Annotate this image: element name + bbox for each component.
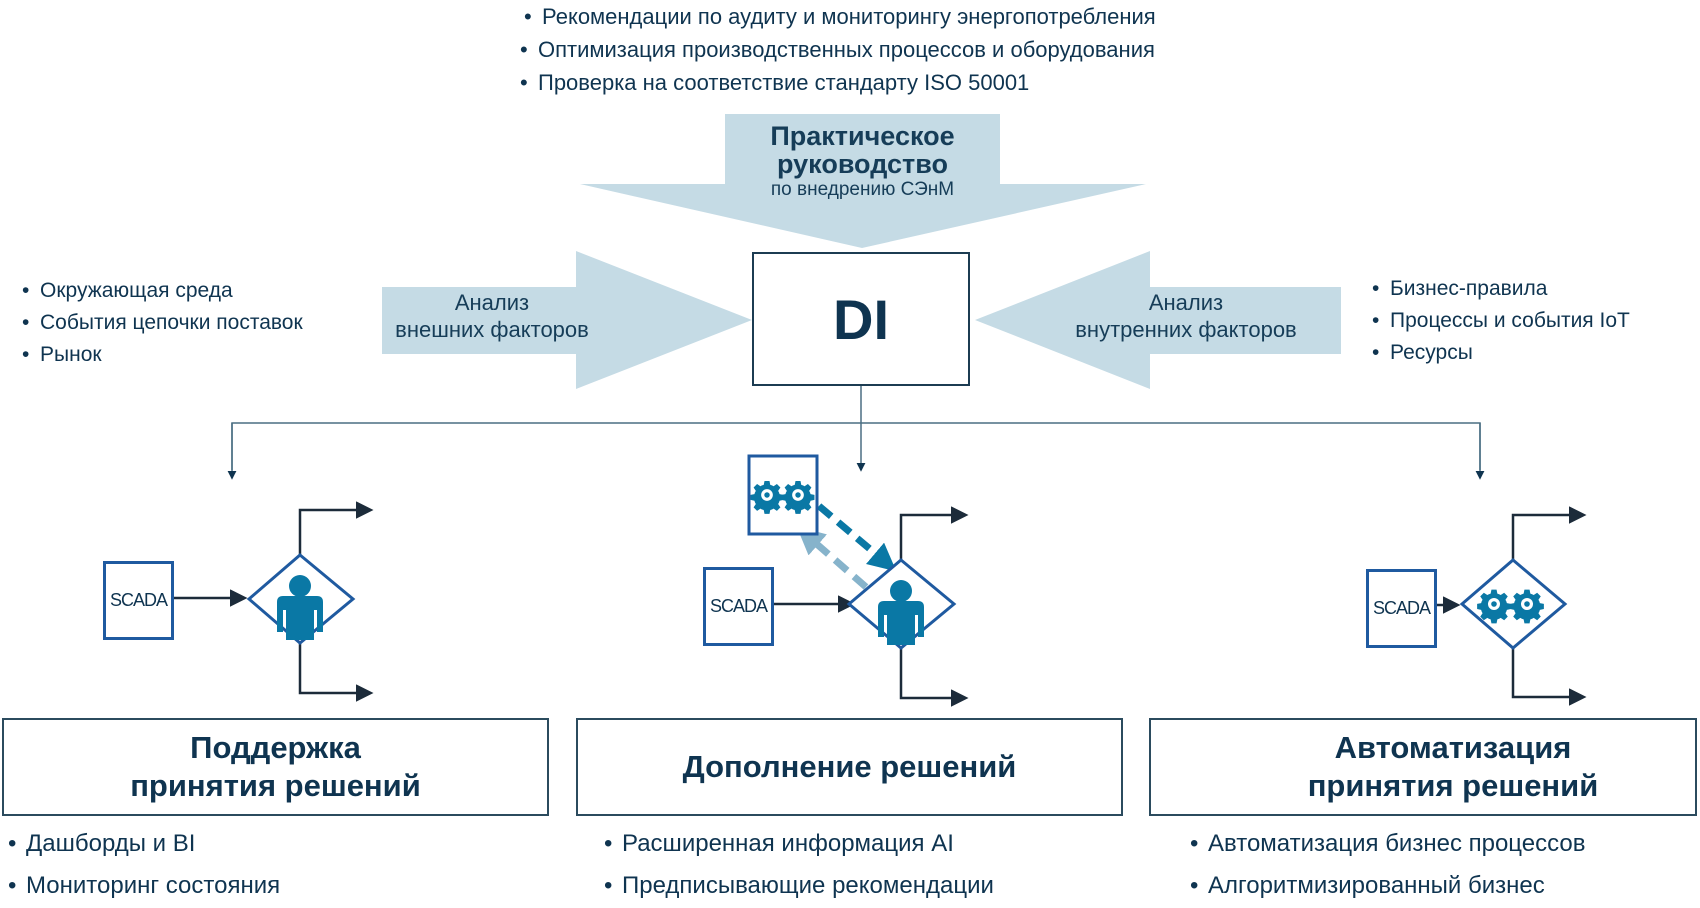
- dashed-arrow-to-gears: [796, 526, 869, 590]
- mode1-flow: [173, 501, 374, 702]
- internal-factor-item: Процессы и события IoT: [1372, 305, 1630, 337]
- mode3-gear-icon-a: [1477, 589, 1511, 624]
- scada-label: SCADA: [1372, 598, 1431, 618]
- mode3-title-box: Автоматизация принятия решений: [1149, 718, 1697, 816]
- recommendations-list: Рекомендации по аудиту и мониторингу эне…: [520, 0, 1156, 99]
- mode1-title-line1: Поддержка: [190, 730, 361, 765]
- recommendation-item: Рекомендации по аудиту и мониторингу эне…: [524, 0, 1159, 33]
- mode2-feature-item: Расширенная информация AI: [604, 823, 994, 865]
- mode3-feature-item: Автоматизация бизнес процессов: [1190, 823, 1586, 865]
- mode3-title-line2: принятия решений: [1307, 768, 1599, 803]
- guide-subtitle: по внедрению СЭнМ: [770, 179, 955, 200]
- mode2-title-line1: Дополнение решений: [682, 749, 1017, 784]
- guide-title-line1: Практическое: [770, 121, 955, 151]
- di-label: DI: [833, 287, 889, 351]
- mode1-title-box: Поддержка принятия решений: [2, 718, 549, 816]
- internal-factors-list: Бизнес-правила Процессы и события IoT Ре…: [1372, 273, 1630, 369]
- mode3-gear-icon-b: [1510, 589, 1544, 624]
- mode3-flow: [1436, 506, 1587, 706]
- mode2-scada-box: SCADA: [703, 567, 774, 646]
- scada-label: SCADA: [709, 596, 768, 616]
- external-factor-item: Окружающая среда: [22, 275, 303, 307]
- mode1-title-line2: принятия решений: [130, 768, 421, 803]
- internal-arrow: [975, 251, 1341, 389]
- di-connectors: [227, 386, 1485, 480]
- mode3-scada-box: SCADA: [1366, 569, 1437, 648]
- mode2-features-list: Расширенная информация AI Предписывающие…: [604, 823, 994, 907]
- external-arrow: [382, 251, 752, 389]
- recommendation-item: Оптимизация производственных процессов и…: [520, 33, 1155, 66]
- guide-arrow: [580, 114, 1146, 248]
- mode1-features-list: Дашборды и BI Мониторинг состояния: [8, 823, 280, 907]
- dashed-arrow-to-person: [816, 503, 897, 572]
- mode2-title-box: Дополнение решений: [576, 718, 1123, 816]
- scada-label: SCADA: [109, 590, 168, 610]
- mode1-feature-item: Дашборды и BI: [8, 823, 280, 865]
- mode3-feature-item: Алгоритмизированный бизнес: [1190, 865, 1586, 907]
- external-factor-item: Рынок: [22, 339, 303, 371]
- guide-title-line2: руководство: [777, 149, 948, 179]
- internal-arrow-label: Анализ внутренних факторов: [1056, 289, 1316, 343]
- internal-factor-item: Ресурсы: [1372, 337, 1630, 369]
- external-factor-item: События цепочки поставок: [22, 307, 303, 339]
- external-arrow-label: Анализ внешних факторов: [392, 289, 592, 343]
- recommendation-item: Проверка на соответствие стандарту ISO 5…: [520, 66, 1155, 99]
- external-arrow-line2: внешних факторов: [395, 317, 589, 342]
- internal-arrow-line1: Анализ: [1148, 290, 1224, 315]
- mode1-feature-item: Мониторинг состояния: [8, 865, 280, 907]
- mode2-gear-icon-b: [781, 480, 815, 514]
- mode2-flow: [747, 454, 969, 707]
- external-factors-list: Окружающая среда События цепочки поставо…: [22, 275, 303, 371]
- external-arrow-line1: Анализ: [454, 290, 530, 315]
- mode2-feature-item: Предписывающие рекомендации: [604, 865, 994, 907]
- mode3-features-list: Автоматизация бизнес процессов Алгоритми…: [1190, 823, 1586, 907]
- mode1-scada-box: SCADA: [103, 561, 174, 640]
- mode2-gear-icon-a: [750, 480, 784, 514]
- mode3-title-line1: Автоматизация: [1334, 730, 1572, 765]
- di-center-box: DI: [752, 252, 970, 386]
- internal-factor-item: Бизнес-правила: [1372, 273, 1630, 305]
- guide-arrow-label: Практическое руководство по внедрению СЭ…: [725, 122, 1000, 202]
- internal-arrow-line2: внутренних факторов: [1075, 317, 1297, 342]
